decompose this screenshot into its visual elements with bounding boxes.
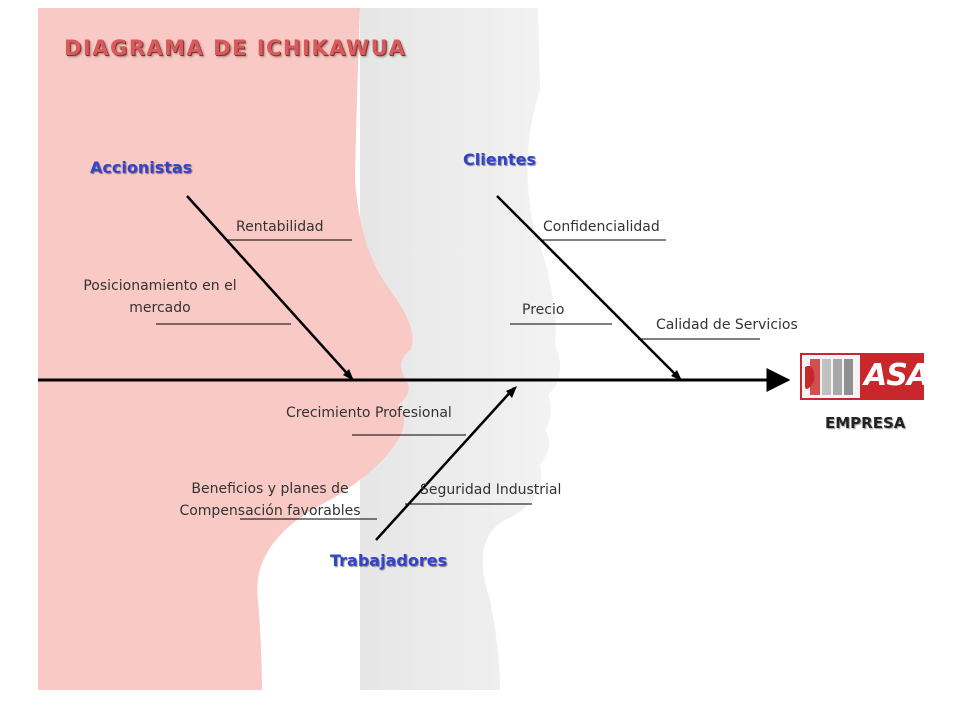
- cause-confidencialidad: Confidencialidad: [543, 219, 660, 235]
- cause-seguridad-industrial: Seguridad Industrial: [420, 482, 562, 498]
- bone-clientes: [496, 195, 682, 381]
- asap-logo: [800, 353, 924, 400]
- pink-head-silhouette: [38, 8, 413, 690]
- cause-calidad-servicios: Calidad de Servicios: [656, 317, 798, 333]
- cause-beneficios: Beneficios y planes de Compensación favo…: [179, 481, 361, 519]
- category-accionistas: Accionistas: [90, 158, 193, 177]
- diagram-title: DIAGRAMA DE ICHIKAWUA: [64, 36, 407, 60]
- effect-label: EMPRESA: [825, 414, 906, 432]
- cause-precio: Precio: [522, 302, 565, 318]
- bone-accionistas-arrowhead: [343, 369, 354, 381]
- bone-trabajadores: [375, 387, 515, 541]
- bone-trabajadores-arrowhead: [506, 386, 517, 398]
- cause-posicionamiento: Posicionamiento en el mercado: [83, 278, 237, 316]
- bone-accionistas: [186, 195, 354, 381]
- cause-crecimiento-profesional: Crecimiento Profesional: [286, 405, 452, 421]
- gray-head-silhouette: [360, 8, 561, 690]
- category-clientes: Clientes: [463, 150, 536, 169]
- asap-logo-text: ASAP: [864, 358, 951, 393]
- category-trabajadores: Trabajadores: [330, 551, 448, 570]
- cause-rentabilidad: Rentabilidad: [236, 219, 324, 235]
- bone-clientes-arrowhead: [671, 370, 682, 381]
